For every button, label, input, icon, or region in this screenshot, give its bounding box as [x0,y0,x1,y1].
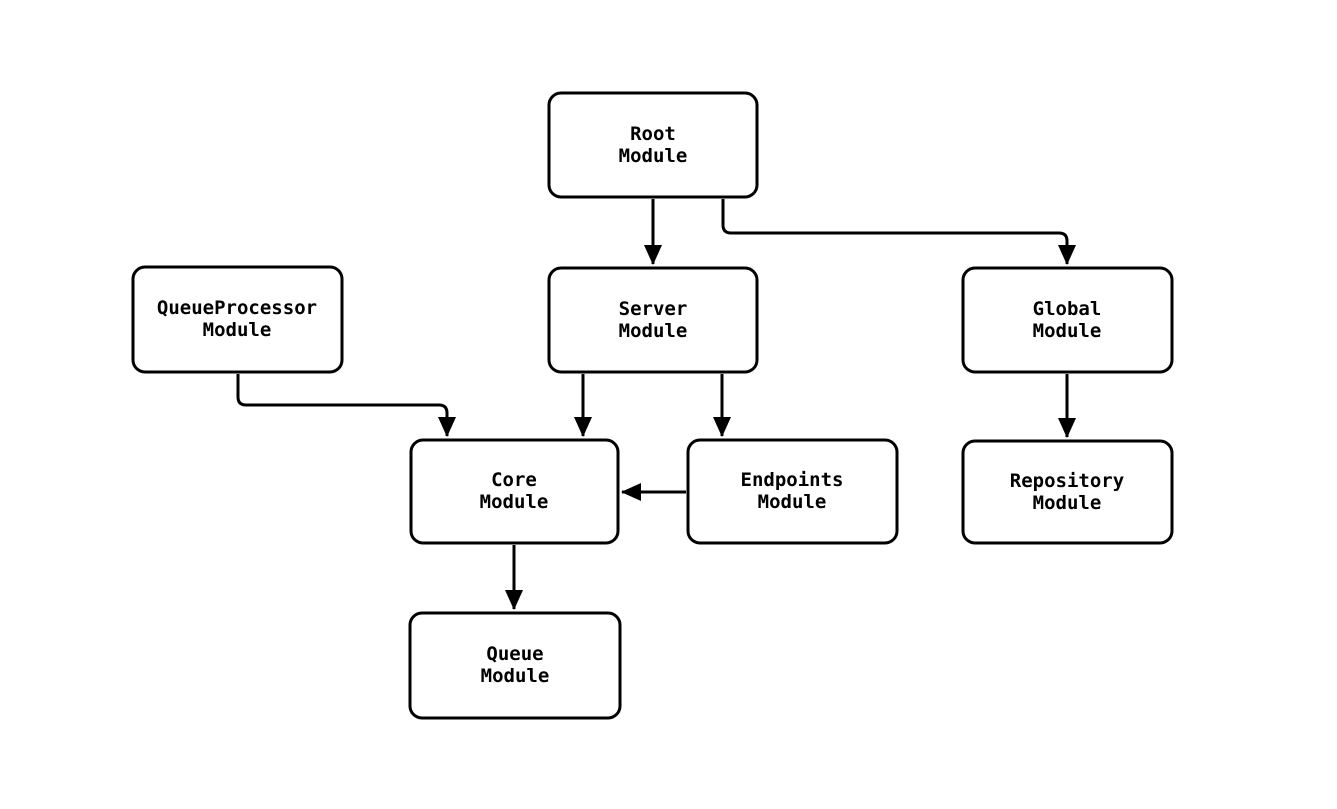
node-label-line1: Repository [1010,470,1124,492]
node-box [686,438,899,545]
node-label-line1: Endpoints [741,469,844,491]
node-repository-module: Repository Module [961,439,1174,545]
node-label-line1: QueueProcessor [157,297,317,319]
node-label-line1: Root [630,123,676,145]
edge-queueprocessor-to-core [236,374,456,437]
node-label-line2: Module [1033,492,1102,514]
node-label-line2: Module [619,320,688,342]
node-label-line2: Module [758,491,827,513]
node-label-line1: Core [491,469,537,491]
node-endpoints-module: Endpoints Module [686,438,899,545]
node-label-line1: Server [619,298,688,320]
node-box [547,266,759,374]
node-queue-module: Queue Module [408,611,622,720]
node-label-line2: Module [203,319,272,341]
node-box [961,439,1174,545]
node-label-line1: Queue [486,643,543,665]
node-core-module: Core Module [409,438,620,545]
node-root-module: Root Module [547,91,759,199]
node-box [408,611,622,720]
node-label-line1: Global [1033,298,1102,320]
node-queueprocessor-module: QueueProcessor Module [131,265,344,374]
node-box [547,91,759,199]
edge-group [236,199,1076,610]
node-label-line2: Module [481,665,550,687]
node-box [409,438,620,545]
node-server-module: Server Module [547,266,759,374]
edge-root-to-global [721,199,1076,265]
node-box [131,265,344,374]
node-label-line2: Module [480,491,549,513]
node-box [961,266,1174,374]
node-global-module: Global Module [961,266,1174,374]
node-label-line2: Module [1033,320,1102,342]
node-label-line2: Module [619,145,688,167]
